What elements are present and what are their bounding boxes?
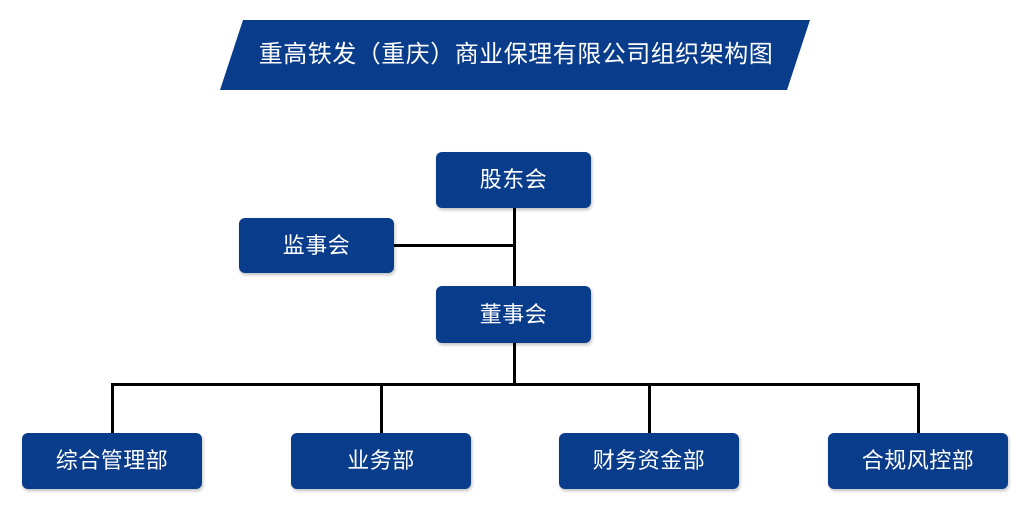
chart-title-banner: 重高铁发（重庆）商业保理有限公司组织架构图 (220, 20, 810, 90)
node-label: 合规风控部 (861, 448, 975, 473)
connector-drop-dept-1 (111, 383, 114, 433)
page-title: 重高铁发（重庆）商业保理有限公司组织架构图 (258, 41, 774, 68)
node-shareholders-meeting[interactable]: 股东会 (436, 152, 591, 208)
node-department-finance[interactable]: 财务资金部 (559, 433, 739, 489)
node-label: 股东会 (479, 167, 548, 192)
connector-department-bus (111, 383, 919, 386)
connector-drop-dept-4 (917, 383, 920, 433)
node-board-of-supervisors[interactable]: 监事会 (239, 218, 394, 273)
node-label: 董事会 (479, 301, 548, 327)
connector-drop-dept-3 (648, 383, 651, 433)
node-label: 业务部 (347, 448, 415, 473)
node-board-of-directors[interactable]: 董事会 (436, 286, 591, 343)
connector-shareholders-to-directors (513, 207, 516, 287)
node-label: 监事会 (282, 232, 351, 258)
node-label: 财务资金部 (592, 448, 706, 473)
connector-drop-dept-2 (380, 383, 383, 433)
connector-supervisors-to-trunk (393, 244, 514, 247)
connector-directors-to-bus (513, 342, 516, 386)
node-label: 综合管理部 (55, 448, 169, 473)
node-department-general-management[interactable]: 综合管理部 (22, 433, 202, 489)
node-department-compliance-risk[interactable]: 合规风控部 (828, 433, 1008, 489)
node-department-business[interactable]: 业务部 (291, 433, 471, 489)
